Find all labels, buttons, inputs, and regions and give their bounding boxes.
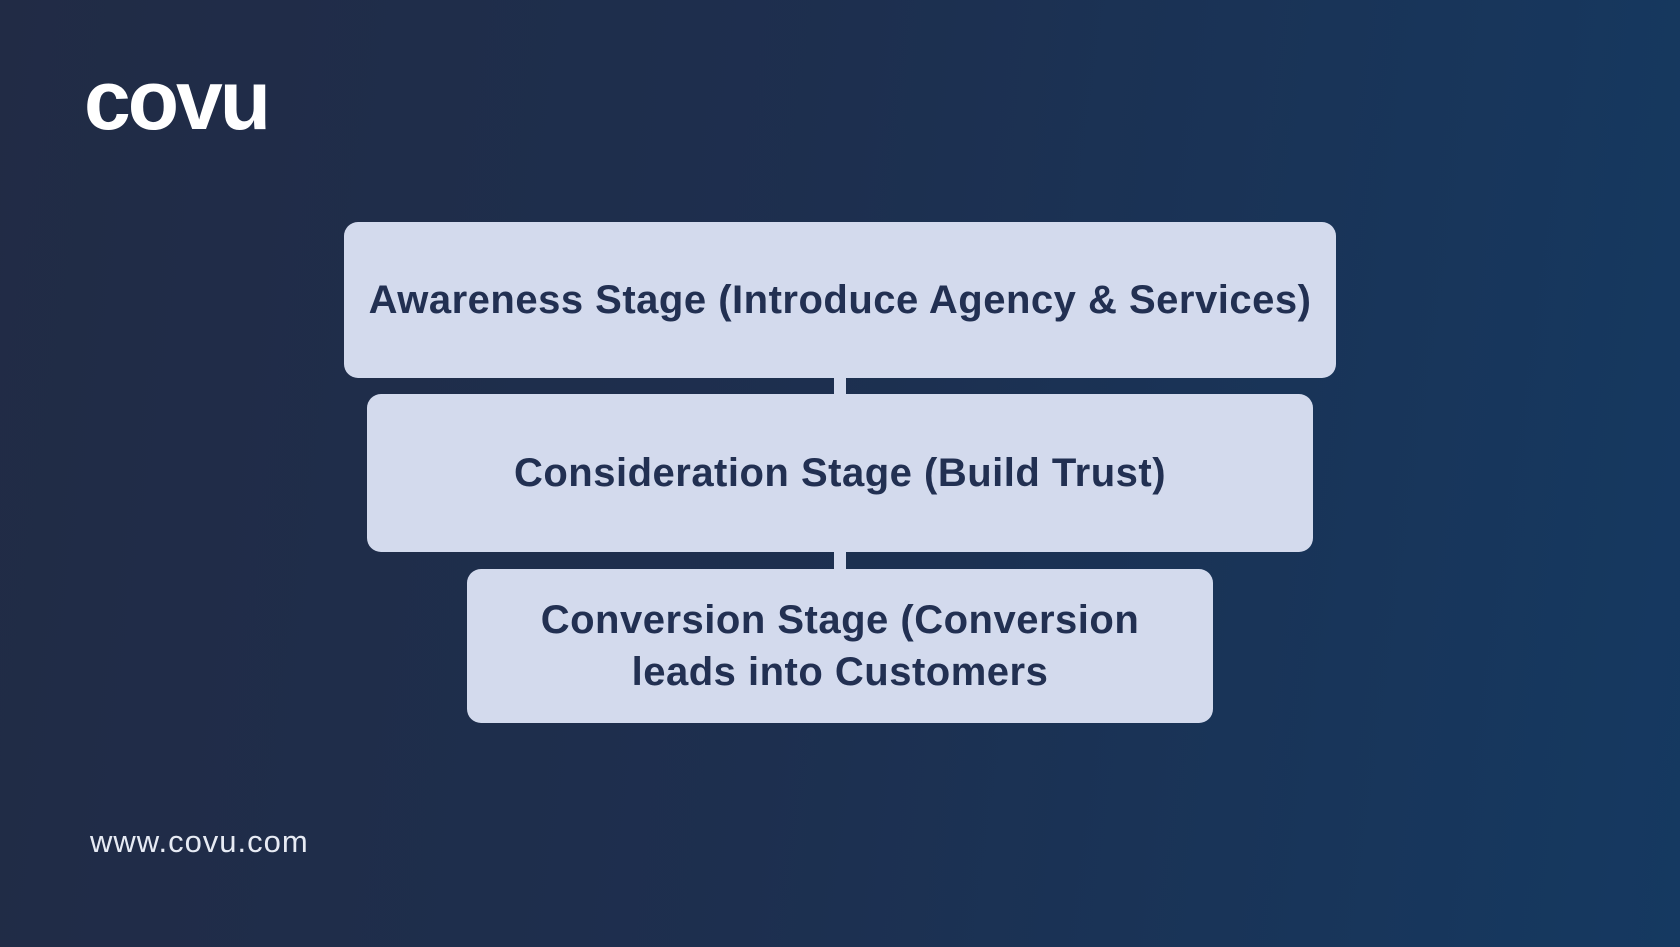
stage-awareness: Awareness Stage (Introduce Agency & Serv… xyxy=(344,222,1336,378)
website-url: www.covu.com xyxy=(90,824,309,859)
stage-conversion-label-line-1: Conversion Stage (Conversion xyxy=(540,598,1140,642)
stage-consideration-label: Consideration Stage (Build Trust) xyxy=(513,451,1167,495)
stage-consideration: Consideration Stage (Build Trust) xyxy=(367,394,1313,552)
stage-conversion-label-line-2: leads into Customers xyxy=(631,650,1049,694)
covu-logo: covu xyxy=(84,53,271,147)
stage-awareness-label: Awareness Stage (Introduce Agency & Serv… xyxy=(368,278,1312,322)
stage-connector-2 xyxy=(834,550,846,571)
stage-conversion-label: Conversion Stage (Conversion leads into … xyxy=(541,594,1140,698)
stage-conversion: Conversion Stage (Conversion leads into … xyxy=(467,569,1213,723)
stage-connector-1 xyxy=(834,376,846,396)
